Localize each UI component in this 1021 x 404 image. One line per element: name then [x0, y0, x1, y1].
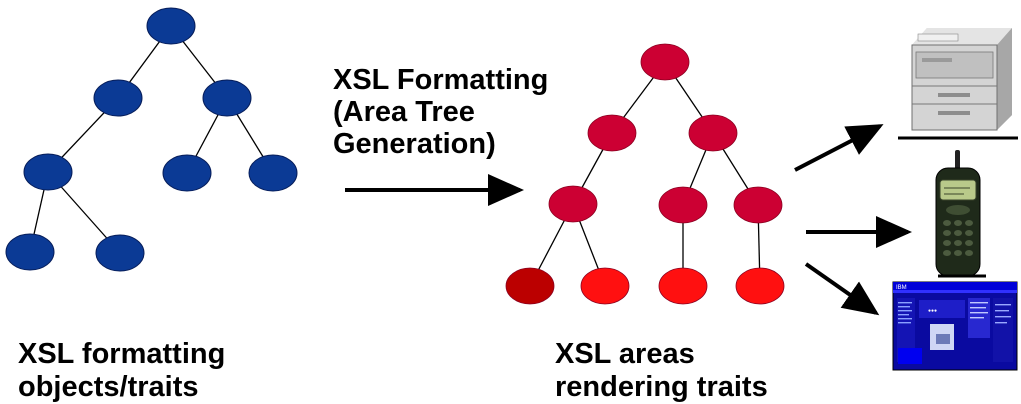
output-arrow-printer	[794, 124, 884, 172]
formatting-object-tree	[29, 25, 274, 254]
area-leaf-node	[658, 267, 708, 305]
caption-line: objects/traits	[18, 371, 199, 403]
fo-node	[95, 234, 145, 272]
fo-node	[93, 79, 143, 117]
area-node	[587, 114, 637, 152]
caption-line: XSL areas	[555, 338, 695, 370]
caption-line: XSL formatting	[18, 338, 226, 370]
area-leaf-node	[505, 267, 555, 305]
area-node	[733, 186, 783, 224]
fo-node	[23, 153, 73, 191]
area-node-root	[640, 43, 690, 81]
fo-node	[5, 233, 55, 271]
area-leaf-node	[735, 267, 785, 305]
process-label-line: XSL Formatting	[333, 64, 549, 96]
area-nodes	[505, 43, 785, 305]
area-node	[688, 114, 738, 152]
process-label-line: Generation)	[333, 128, 496, 160]
fo-node	[248, 154, 298, 192]
area-tree	[529, 61, 761, 287]
area-node	[548, 185, 598, 223]
svg-text:●●●: ●●●	[928, 308, 937, 314]
web-page-icon: IBM ●●●	[892, 281, 1018, 371]
formatting-objects-caption: XSL formatting objects/traits	[18, 338, 225, 404]
fo-node-root	[146, 7, 196, 45]
formatting-process-label: XSL Formatting (Area Tree Generation)	[333, 64, 548, 160]
areas-caption: XSL areas rendering traits	[555, 338, 768, 404]
fo-node	[162, 154, 212, 192]
output-arrow-screen	[804, 262, 880, 316]
screen-brand-text: IBM	[896, 285, 907, 291]
caption-line: rendering traits	[555, 371, 768, 403]
printer-icon	[898, 28, 1018, 140]
formatting-object-nodes	[5, 7, 298, 272]
area-node	[658, 186, 708, 224]
process-label-line: (Area Tree	[333, 96, 475, 128]
area-leaf-node	[580, 267, 630, 305]
mobile-phone-icon	[935, 150, 986, 278]
fo-node	[202, 79, 252, 117]
